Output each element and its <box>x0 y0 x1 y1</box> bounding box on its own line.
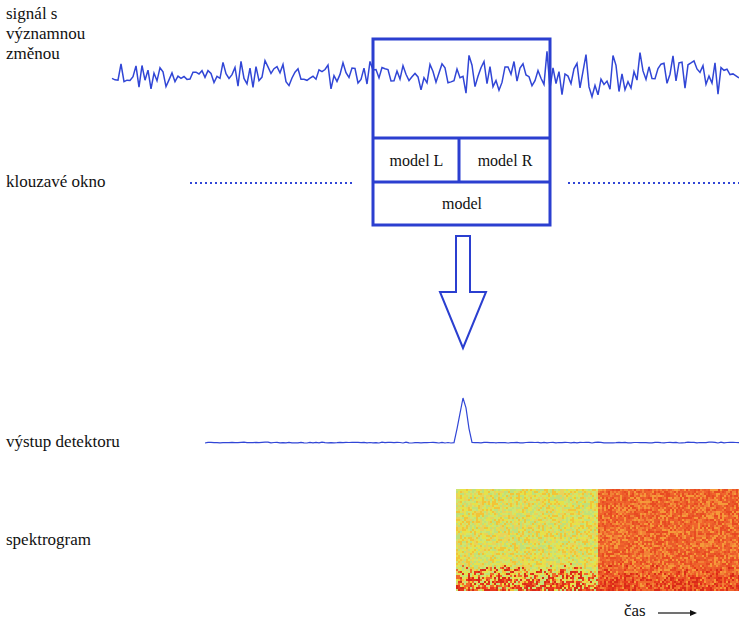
model-label: model L <box>390 152 444 170</box>
model-box: model L <box>375 140 458 181</box>
spectrogram-image <box>456 489 739 591</box>
dotted-track <box>190 182 355 184</box>
model-label: model <box>442 195 482 213</box>
time-arrow <box>658 612 690 613</box>
side-label: klouzavé okno <box>6 172 106 192</box>
hollow-arrow <box>440 236 486 348</box>
side-label: výstup detektoru <box>6 432 120 452</box>
window-divider <box>458 138 461 182</box>
dotted-track <box>568 182 739 184</box>
time-arrow-head <box>690 610 697 616</box>
side-label: signál s významnou změnou <box>6 4 118 64</box>
detector-trace <box>205 398 739 443</box>
model-box: model R <box>461 140 549 181</box>
window-divider <box>373 137 550 140</box>
side-label: čas <box>624 601 646 621</box>
window-divider <box>373 181 550 184</box>
model-label: model R <box>478 152 533 170</box>
model-box: model <box>375 184 549 224</box>
signal-trace <box>112 51 739 96</box>
side-label: spektrogram <box>6 530 91 550</box>
sliding-window <box>373 39 550 225</box>
